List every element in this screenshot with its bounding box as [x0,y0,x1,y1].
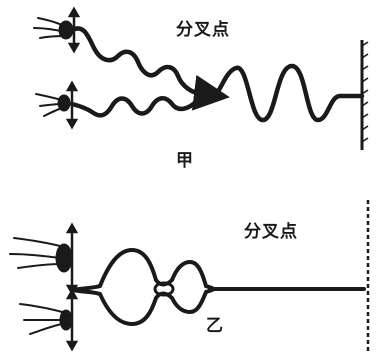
standing-wave-lower-envelope [70,288,214,327]
hand-lower-b-icon [19,303,73,335]
lower-wave [69,93,213,118]
fork-point-label-b: 分叉点 [244,222,298,242]
vibration-arrow-b-lower [65,288,79,352]
fork-point-label-a: 分叉点 [176,20,230,40]
fixed-wall-a [360,40,369,150]
hand-lower-icon [35,93,71,117]
hand-upper-icon [33,17,74,40]
diagram-a [33,6,369,150]
upper-wave [69,26,230,111]
combined-wave [209,63,365,123]
node-loop [153,281,175,297]
caption-b: 乙 [206,316,223,336]
standing-wave-upper-envelope [70,247,214,292]
caption-a: 甲 [176,151,193,171]
diagram-b [9,200,370,352]
hand-upper-b-icon [9,237,73,273]
